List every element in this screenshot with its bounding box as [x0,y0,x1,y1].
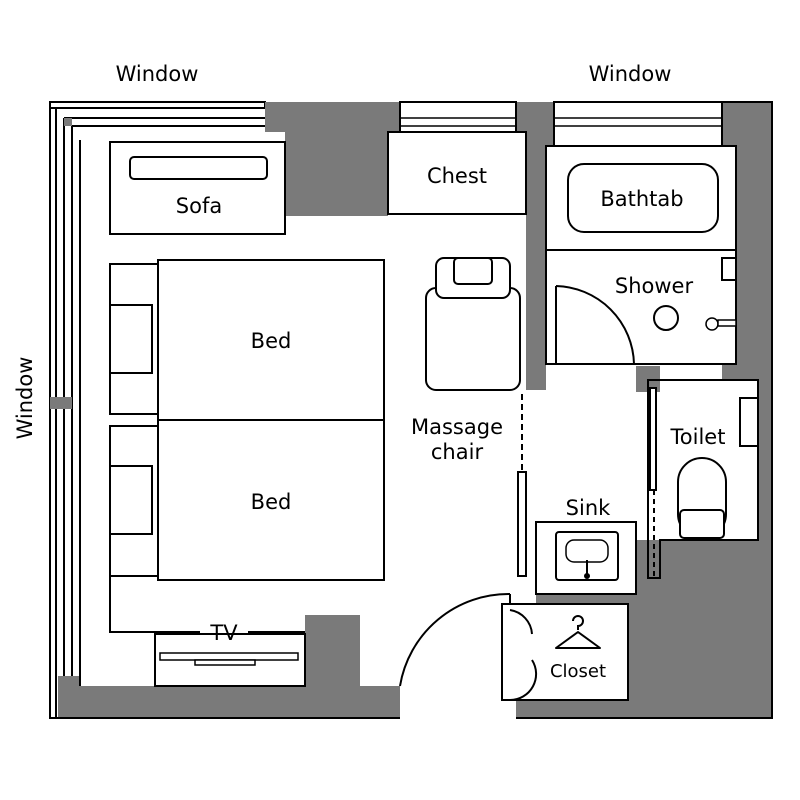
closet-label: Closet [550,661,606,682]
entry-door [399,592,511,700]
labels: Window Window Window Sofa Chest Bathtab … [13,62,725,682]
bathroom [545,145,737,365]
hanger-icon [555,615,601,649]
window-top-right-label: Window [589,62,672,86]
massage-chair [425,257,521,391]
window-left-label: Window [13,357,37,440]
chest-label: Chest [427,164,487,188]
sink [535,521,637,595]
toilet-label: Toilet [670,425,726,449]
bed-1-label: Bed [251,329,292,353]
bathtab-label: Bathtab [600,187,683,211]
walls [49,101,773,719]
chest [387,131,527,215]
bed-2 [109,419,385,581]
massage-chair-label-line1: Massage [411,415,503,439]
sink-label: Sink [566,496,611,520]
sofa-label: Sofa [176,194,222,218]
bed-1 [109,259,385,421]
bed-2-label: Bed [251,490,292,514]
sliding-panel [517,471,527,577]
shower-label: Shower [615,274,694,298]
window-top-left-label: Window [116,62,199,86]
window-top-middle [399,101,517,133]
window-top-right [553,101,723,147]
sofa [109,141,286,235]
tv-label: TV [209,621,238,645]
window-left [50,117,265,676]
tv-unit [109,576,306,687]
massage-chair-label-line2: chair [431,440,484,464]
toilet-room [647,379,759,579]
closet [501,603,629,702]
